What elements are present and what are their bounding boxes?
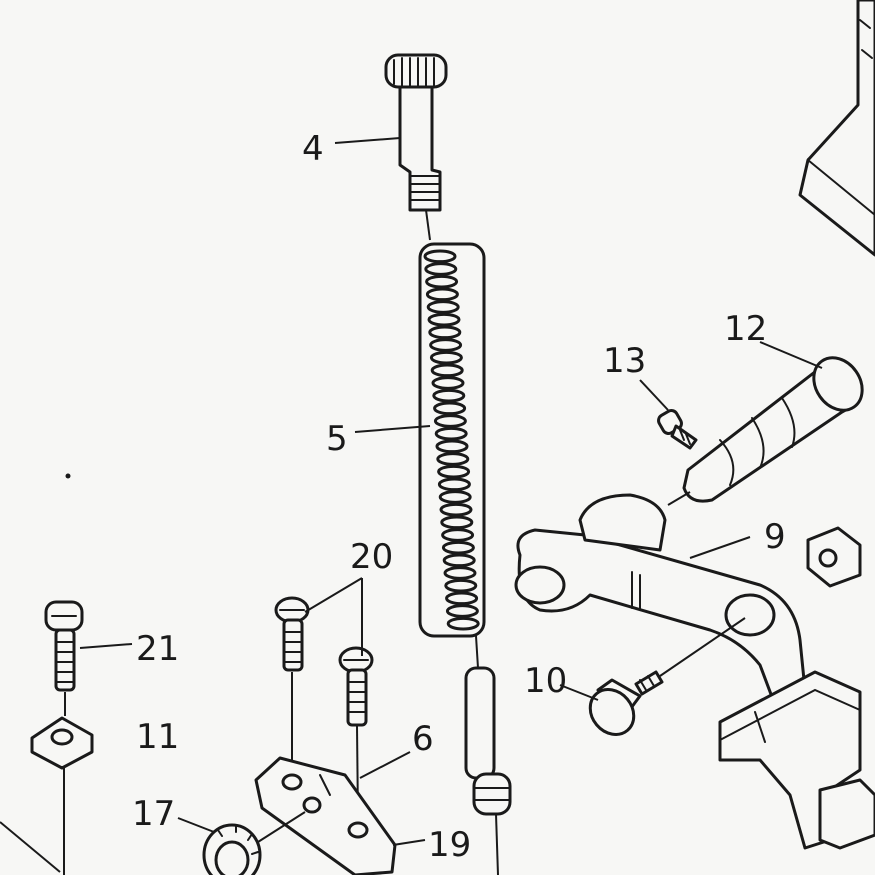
spring-coil <box>424 262 458 276</box>
callout-9: 9 <box>764 517 786 557</box>
spring-coil <box>446 616 480 631</box>
spring-coil <box>425 274 459 289</box>
spring-coil <box>433 414 467 428</box>
callout-11: 11 <box>136 717 179 757</box>
leader-19 <box>392 839 426 846</box>
spring-coil <box>425 287 459 302</box>
spring-coil <box>437 477 471 492</box>
callout-4: 4 <box>302 129 324 169</box>
leader-4 <box>334 137 401 144</box>
spring-coil <box>437 464 471 479</box>
callout-21: 21 <box>136 629 179 669</box>
spring-coil <box>427 312 461 327</box>
frame-edge-line <box>0 821 61 873</box>
spring-coil <box>429 338 463 352</box>
spring-coil <box>432 388 466 403</box>
callout-10: 10 <box>524 661 567 701</box>
spring-coil <box>433 401 467 416</box>
frame-bracket <box>798 0 875 257</box>
leader-5 <box>354 425 431 433</box>
square-nut-right <box>806 526 862 588</box>
callout-17: 17 <box>132 794 175 834</box>
part-17-knurled-ring <box>202 823 262 875</box>
leader-17 <box>177 817 215 833</box>
part-4-axis-line <box>425 209 431 241</box>
part-5-spring <box>418 242 486 638</box>
leader-9 <box>689 536 751 559</box>
spring-coil <box>439 502 473 517</box>
part-12-cam-rod <box>682 356 864 503</box>
spring-coil <box>431 376 465 390</box>
spring-coil <box>440 515 474 530</box>
part-20-screw-left <box>274 596 310 672</box>
callout-20: 20 <box>350 537 393 577</box>
spring-coil <box>438 490 472 504</box>
spring-coil <box>423 249 457 264</box>
part-21-screw <box>44 600 84 692</box>
leader-10 <box>559 684 599 701</box>
spring-coil <box>434 426 468 441</box>
spring-coil <box>445 591 479 606</box>
lower-housing <box>718 670 875 850</box>
part-12-axis-line <box>667 491 691 506</box>
spring-coil <box>435 439 469 454</box>
spring-coil <box>443 566 477 580</box>
spring-coil <box>428 325 462 340</box>
part-17-axis-line <box>257 811 306 843</box>
spring-coil <box>430 363 464 378</box>
spring-coil <box>436 452 470 466</box>
plunger-axis-line <box>495 813 499 875</box>
callout-5: 5 <box>326 419 348 459</box>
part-5-axis-line <box>475 635 479 669</box>
leader-13 <box>639 379 669 411</box>
leader-20 <box>304 577 363 656</box>
callout-19: 19 <box>428 825 471 865</box>
callout-6: 6 <box>412 719 434 759</box>
plunger-rod <box>464 666 512 816</box>
spring-coil <box>442 553 476 568</box>
ink-dot <box>65 473 71 479</box>
spring-coil <box>429 350 463 365</box>
spring-coil <box>444 578 478 593</box>
spring-coil <box>426 300 460 314</box>
leader-12 <box>759 341 823 369</box>
part-13-set-screw <box>657 409 698 450</box>
leader-21 <box>79 643 133 649</box>
spring-coil <box>445 604 479 618</box>
callout-13: 13 <box>603 341 646 381</box>
leader-6 <box>359 751 411 779</box>
spring-coil <box>441 528 475 542</box>
part-9-lever-arm <box>514 493 807 707</box>
part-10-screw <box>588 670 664 736</box>
spring-coil <box>441 540 475 555</box>
part-6-block <box>254 756 397 875</box>
part-11-square-nut <box>30 716 94 770</box>
part-4-knurled-screw <box>384 53 448 212</box>
part-10-axis-line <box>659 617 746 677</box>
callout-12: 12 <box>724 309 767 349</box>
part-20-screw-right <box>338 646 374 727</box>
